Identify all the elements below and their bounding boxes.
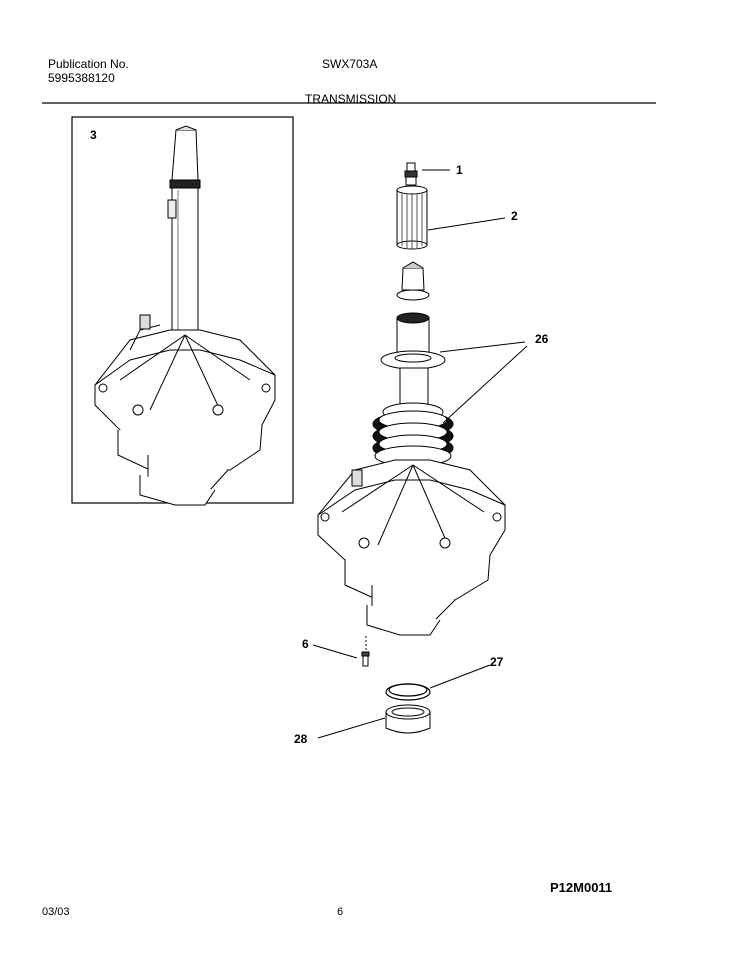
callout-26: 26: [535, 332, 549, 346]
part-28-sleeve: [385, 704, 431, 734]
callout-6: 6: [302, 637, 309, 651]
callout-27: 27: [490, 655, 504, 669]
callout-28: 28: [294, 732, 308, 746]
leader-28: [317, 717, 386, 739]
leader-26a: [439, 341, 526, 353]
footer-page-number: 6: [337, 906, 344, 918]
part-2-coupler: [396, 185, 428, 250]
callout-2: 2: [511, 209, 518, 223]
leader-26b: [442, 345, 528, 424]
leader-27: [429, 664, 491, 689]
model-number: SWX703A: [322, 57, 378, 71]
part-6-screw: [361, 636, 370, 667]
publication-label: Publication No.: [48, 57, 129, 71]
diagram-code: P12M0011: [550, 880, 613, 895]
footer-date: 03/03: [42, 906, 70, 918]
transmission-main: [317, 261, 506, 636]
leader-6: [312, 644, 358, 659]
callout-3: 3: [90, 128, 97, 142]
transmission-assembly-inset: [94, 125, 276, 506]
callout-1: 1: [456, 163, 463, 177]
part-27-ring: [385, 683, 431, 701]
leader-2: [427, 217, 506, 231]
part-1-nut: [404, 162, 418, 186]
publication-number: 5995388120: [48, 71, 115, 85]
